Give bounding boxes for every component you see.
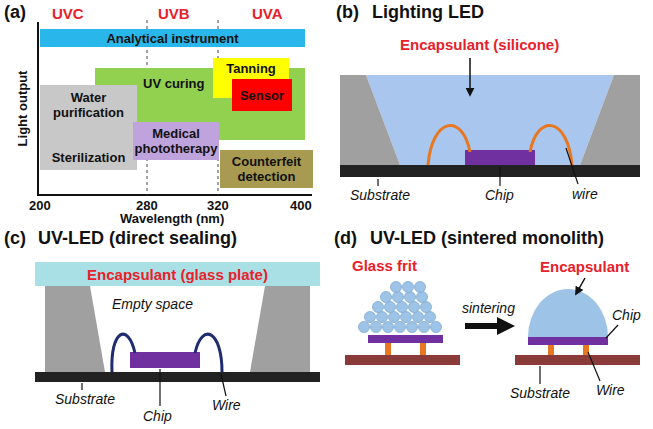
- node-text: Sensor: [240, 88, 284, 103]
- application-band: Counterfeit detection: [220, 150, 313, 188]
- part-name: Chip: [143, 408, 172, 424]
- part-name: Encapsulant: [540, 258, 629, 275]
- application-band: Analytical instrument: [40, 29, 305, 47]
- glass-plate: Encapsulant (glass plate): [35, 262, 320, 286]
- node-text: Sterilization: [52, 150, 126, 165]
- part-name: Encapsulant (silicone): [400, 36, 559, 53]
- part-name: Substrate: [510, 385, 570, 401]
- application-band: Water purificationSterilization: [40, 85, 137, 170]
- part-name: Substrate: [350, 187, 410, 203]
- band-name: UVC: [52, 5, 84, 22]
- axis-title: Wavelength (nm): [120, 212, 224, 227]
- panel-letter: (b): [336, 2, 359, 23]
- node-text: Encapsulant (glass plate): [87, 267, 268, 282]
- part-name: Wire: [596, 382, 625, 398]
- part-name: Chip: [612, 307, 641, 323]
- node-text: UV curing: [143, 76, 204, 91]
- panel-letter: (a): [4, 2, 26, 23]
- band-name: UVA: [252, 5, 283, 22]
- axis-title: Light output: [16, 63, 31, 153]
- part-name: Glass frit: [352, 257, 417, 274]
- node-text: Medical phototherapy: [134, 126, 217, 156]
- direct-sealing-package: [35, 286, 320, 406]
- band-name: UVB: [158, 5, 190, 22]
- application-band: Sensor: [232, 79, 292, 111]
- part-name: Wire: [212, 397, 241, 413]
- tick-label: 200: [29, 199, 51, 214]
- panel-title: UV-LED (sintered monolith): [370, 228, 604, 249]
- node-text: Water purification: [43, 90, 134, 120]
- node-text: Tanning: [226, 61, 276, 76]
- part-name: wire: [572, 186, 598, 202]
- node-text: Analytical instrument: [106, 31, 238, 46]
- glass-frit-particles: [359, 282, 442, 333]
- lighting-led-package: [340, 58, 640, 186]
- part-name: Substrate: [55, 391, 115, 407]
- part-name: Empty space: [112, 296, 193, 312]
- panel-letter: (d): [334, 228, 357, 249]
- chart-axes: [37, 20, 312, 195]
- panel-title: UV-LED (direct sealing): [38, 228, 237, 249]
- application-band: Medical phototherapy: [133, 122, 219, 160]
- panel-title: Lighting LED: [372, 2, 484, 23]
- sintered-monolith-package: [345, 278, 640, 384]
- node-text: Counterfeit detection: [223, 154, 310, 184]
- process-step: sintering: [462, 300, 515, 316]
- tick-label: 400: [290, 199, 312, 214]
- panel-letter: (c): [4, 228, 26, 249]
- part-name: Chip: [485, 187, 514, 203]
